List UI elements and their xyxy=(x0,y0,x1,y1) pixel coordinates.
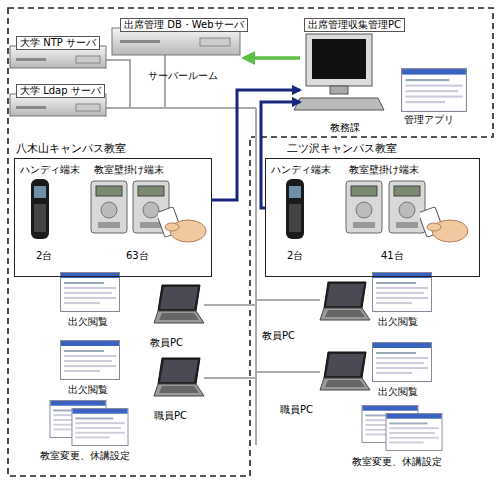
caption-label: サーバールーム xyxy=(148,70,218,82)
node-text: 教員PC xyxy=(150,337,183,349)
node-text: 二ツ沢キャンパス教室 xyxy=(287,142,397,154)
caption-label: 出欠閲覧 xyxy=(68,384,108,396)
laptop-node: 職員PC xyxy=(280,350,370,416)
hand-card xyxy=(156,207,206,242)
node-text: 出席管理 DB・Webサーバ xyxy=(120,18,248,32)
laptop-symbol xyxy=(154,285,204,323)
handy-terminal xyxy=(31,179,49,239)
caption-label: 出欠閲覧 xyxy=(378,316,418,328)
area-dashed-border xyxy=(8,8,493,476)
server-node: 出席管理 DB・Webサーバ xyxy=(112,18,244,60)
screen-thumbnail xyxy=(72,408,128,445)
node-text: 大学 Ldap サーバ xyxy=(16,84,105,98)
laptop-symbol xyxy=(320,282,370,320)
node-text: 出席管理収集管理PC xyxy=(304,18,405,32)
laptop-node: 職員PC xyxy=(148,356,206,422)
node-text: 63台 xyxy=(126,250,149,262)
connector-arrow xyxy=(244,56,300,60)
wall-terminal xyxy=(346,181,382,233)
node-text: 八木山キャンパス教室 xyxy=(16,142,126,154)
handy-terminal xyxy=(286,179,304,239)
node-text: ハンディ端末 xyxy=(20,164,80,176)
screen-thumbnail xyxy=(61,273,120,312)
app-screenshot xyxy=(402,69,467,112)
server-node: 大学 Ldap サーバ xyxy=(10,84,106,116)
node-text: 職員PC xyxy=(280,404,313,416)
campus-terminal-group: 八木山キャンパス教室ハンディ端末 教室壁掛け端末 2台 63台 xyxy=(14,140,212,277)
node-text: 職員PC xyxy=(154,410,187,422)
caption-label: 教室変更、休講設定 xyxy=(352,456,442,468)
node-text: 教室壁掛け端末 xyxy=(349,164,419,176)
screen-thumbnail xyxy=(61,341,120,380)
laptop-node: 教員PC xyxy=(262,280,370,344)
server-symbol xyxy=(112,28,240,55)
laptop-node: 教員PC xyxy=(148,283,206,349)
laptop-symbol xyxy=(154,358,204,396)
node-text: 教室壁掛け端末 xyxy=(94,164,164,176)
caption-label: 出欠閲覧 xyxy=(378,386,418,398)
server-node: 大学 NTP サーバ xyxy=(10,36,106,68)
node-text: 2台 xyxy=(287,250,303,262)
caption-label: 教室変更、休講設定 xyxy=(40,450,130,462)
wall-terminal xyxy=(91,181,127,233)
screen-thumbnail xyxy=(373,343,432,382)
connector-arrow xyxy=(212,90,300,200)
wall-terminal xyxy=(389,181,425,233)
caption-label: 管理アプリ xyxy=(404,114,454,126)
campus-terminal-group: 二ツ沢キャンパス教室ハンディ端末 教室壁掛け端末 2台 41台 xyxy=(265,140,480,277)
node-text: 大学 NTP サーバ xyxy=(16,36,100,50)
network-wires xyxy=(106,55,320,445)
node-text: 教員PC xyxy=(262,330,295,342)
caption-label: 教務課 xyxy=(330,122,360,134)
hand-card xyxy=(418,207,468,242)
connector-arrow xyxy=(261,102,300,208)
caption-label: 出欠閲覧 xyxy=(68,316,108,328)
pc-node: 出席管理収集管理PC xyxy=(300,18,422,112)
screen-thumbnail xyxy=(386,413,442,450)
node-text: ハンディ端末 xyxy=(271,164,331,176)
laptop-symbol xyxy=(320,352,370,390)
screen-thumbnail xyxy=(373,273,432,312)
pc-monitor-symbol xyxy=(294,34,384,110)
node-text: 41台 xyxy=(381,250,404,262)
node-text: 2台 xyxy=(36,250,52,262)
